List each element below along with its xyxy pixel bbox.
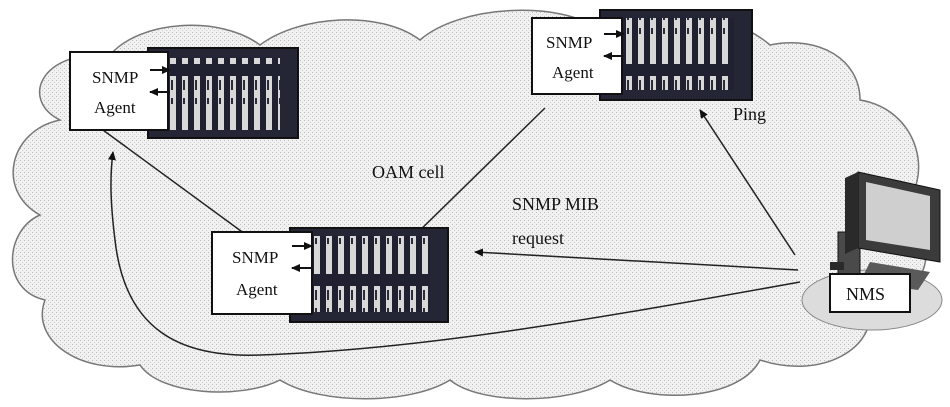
nms-label: NMS xyxy=(846,284,885,304)
ping-arrow xyxy=(699,109,796,256)
snmp-mib-label-line1: SNMP MIB xyxy=(512,194,599,214)
ping-label: Ping xyxy=(733,104,766,124)
snmp-agent-node-3: SNMP Agent xyxy=(211,227,449,323)
snmp-agent-node-1: SNMP Agent xyxy=(69,47,299,139)
nms-label-box xyxy=(829,273,911,313)
agent-label-line1: SNMP xyxy=(232,248,278,267)
agent-label-box xyxy=(211,231,313,315)
agent-label-line2: Agent xyxy=(552,63,594,82)
snmp-agent-node-2: SNMP Agent xyxy=(531,9,753,101)
oam-cell-label: OAM cell xyxy=(372,162,444,182)
snmp-mib-request-arrow xyxy=(474,248,799,271)
return-path-arrow xyxy=(107,151,801,356)
agent-label-line1: SNMP xyxy=(92,68,138,87)
snmp-mib-label-line2: request xyxy=(512,228,564,248)
oam-cell-link xyxy=(409,107,546,241)
agent-label-line1: SNMP xyxy=(546,33,592,52)
nms-workstation: NMS xyxy=(801,171,943,331)
agent-label-line2: Agent xyxy=(236,280,278,299)
agent-label-line2: Agent xyxy=(94,98,136,117)
link-agent1-agent3 xyxy=(91,121,261,246)
